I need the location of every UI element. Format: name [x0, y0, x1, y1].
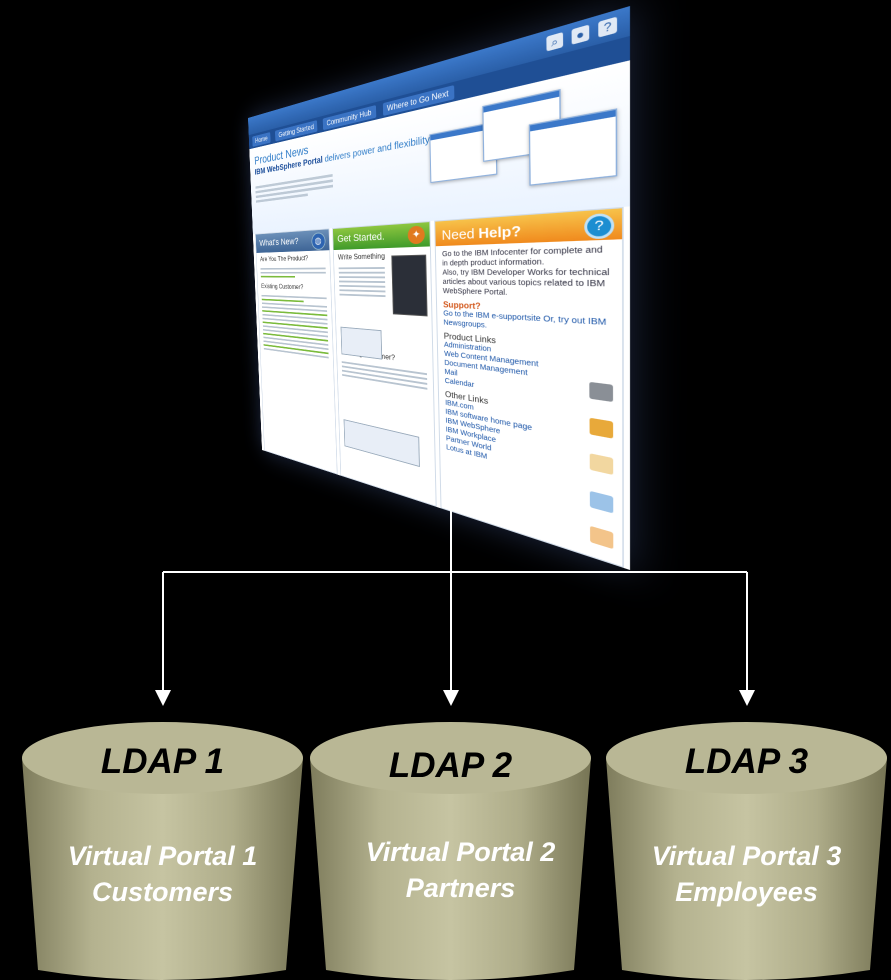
- cylinder-shape: [22, 722, 303, 980]
- arrow-down-icon: [739, 690, 755, 706]
- ldap-title: LDAP 3: [684, 742, 809, 781]
- ldap-title: LDAP 1: [100, 742, 225, 781]
- cylinder-shape: [606, 722, 887, 980]
- connector-lines: [155, 510, 755, 706]
- arrow-down-icon: [443, 690, 459, 706]
- ldap-title: LDAP 2: [388, 746, 513, 785]
- cylinder-shape: [310, 722, 591, 980]
- arrow-down-icon: [155, 690, 171, 706]
